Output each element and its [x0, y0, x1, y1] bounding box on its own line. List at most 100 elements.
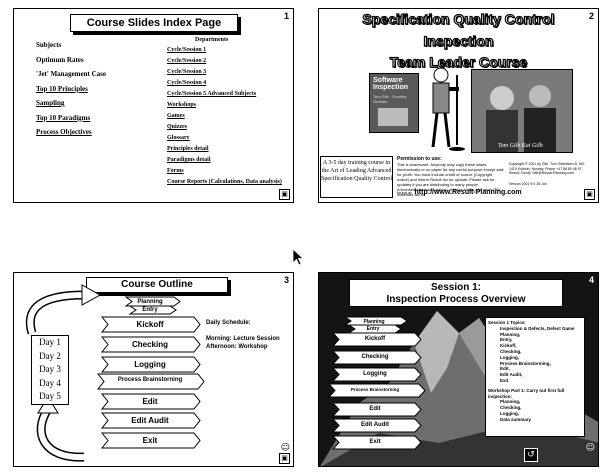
link-item[interactable]: Workshops	[167, 102, 197, 108]
topics-heading: Session 1 Topics:	[488, 320, 526, 325]
link-item[interactable]: Games	[167, 113, 185, 119]
flow-step-shape	[100, 356, 201, 373]
departments-list: Departments Cycle/Session 1 Cycle/Sessio…	[167, 37, 282, 190]
workshop-heading: Workshop Part 1: Carry out first full in…	[488, 387, 565, 399]
permission-heading: Permission to use:	[397, 156, 442, 162]
flow-step-shape	[327, 383, 426, 398]
slide-title-line: Specification Quality Control	[362, 10, 555, 27]
subjects-list: Subjects Optimum Rates 'Jet' Management …	[36, 41, 106, 143]
link-item[interactable]: Paradigms detail	[167, 157, 211, 163]
link-item[interactable]: Top 10 Principles	[36, 84, 88, 93]
workshop-item: Planning,	[500, 399, 521, 405]
flow-step-shape	[331, 367, 422, 382]
step-exit: Exit	[369, 439, 381, 445]
list-item: Subjects	[36, 41, 62, 49]
flow-step-shape	[100, 432, 201, 449]
link-item[interactable]: Forms	[167, 168, 184, 174]
link-item[interactable]: Top 10 Paradigms	[36, 113, 91, 122]
step-logging: Logging	[134, 360, 166, 369]
slide-thumbnail-1[interactable]: 1 Course Slides Index Page Subjects Opti…	[13, 8, 294, 203]
smiley-icon[interactable]: ☺	[585, 443, 595, 453]
link-item[interactable]: Glossary	[167, 135, 190, 141]
slide-thumbnail-4[interactable]: 4 Session 1: Inspection Process Overview…	[318, 272, 599, 467]
slide-thumbnail-2[interactable]: 2 Specification Quality Control Inspecti…	[318, 8, 599, 203]
slide-number: 4	[588, 275, 594, 285]
workshop-item: Checking,	[500, 405, 522, 411]
step-kickoff: Kickoff	[136, 320, 164, 329]
step-process-brainstorming: Process Brainstorning	[350, 387, 400, 392]
mouse-pointer-icon	[292, 248, 304, 266]
nav-home-icon[interactable]: ▣	[584, 189, 595, 200]
flow-step-shape	[128, 305, 177, 315]
flow-step-shape	[124, 296, 181, 307]
permission-text: This is shareware. Anybody may copy thes…	[397, 162, 504, 187]
book-title: Software Inspection	[373, 77, 409, 91]
title-line-2: Inspection Process Overview	[386, 294, 526, 305]
copyright-line: Copyright © 2001 by Gilb. Tom Gilbertsen…	[509, 162, 586, 175]
step-kickoff: Kickoff	[364, 336, 386, 342]
day-label: Day 1	[39, 337, 61, 347]
step-edit: Edit	[369, 406, 381, 412]
list-item: 'Jet' Management Case	[36, 70, 106, 78]
flow-step-shape	[343, 316, 408, 326]
course-description-box: A 3-5 day training course in the Art of …	[320, 156, 393, 198]
topic-item: Checking,	[500, 348, 522, 354]
flow-step-shape	[331, 402, 422, 417]
book-cover-image: Software Inspection Tom Gilb · Dorothy G…	[369, 73, 419, 133]
topic-item: Edit Audit,	[500, 372, 523, 378]
day-label: Day 4	[39, 377, 61, 388]
website-link[interactable]: found at: http://www.Result-Planning.com	[397, 189, 522, 196]
topic-item: Edit,	[500, 366, 510, 372]
days-list: Day 1 Day 2 Day 3 Day 4 Day 5	[31, 335, 69, 405]
permission-more: A licensed electronic version of these s…	[397, 187, 501, 197]
return-icon[interactable]: ↺	[524, 448, 538, 462]
flow-step-shape	[331, 418, 422, 433]
step-entry: Entry	[366, 326, 380, 332]
version-text: Version 2001 9:0 28 Jun	[509, 181, 547, 186]
slide-number: 3	[283, 275, 289, 285]
step-process-brainstorming: Process Brainstorning	[117, 377, 183, 383]
link-item[interactable]: Cycle/Session 5 Advanced Subjects	[167, 91, 257, 97]
day-label: Day 2	[39, 350, 61, 361]
workshop-item: Data summary	[500, 416, 532, 422]
topic-item: Process Brainstorming,	[500, 360, 551, 366]
slide-number: 1	[283, 11, 289, 21]
link-item[interactable]: Cycle/Session 2	[167, 58, 207, 64]
step-edit-audit: Edit Audit	[360, 422, 390, 428]
flow-step-shape	[100, 412, 201, 429]
nav-home-icon[interactable]: ▣	[279, 453, 290, 464]
topic-item: Inspection & Defects, Defect Game	[500, 325, 575, 331]
slide-title-line: Inspection	[423, 32, 494, 49]
workshop-item: Logging,	[500, 410, 519, 416]
step-entry: Entry	[142, 307, 158, 313]
topic-item: Kickoff,	[500, 343, 517, 349]
url-text[interactable]: http://www.Result-Planning.com	[414, 189, 522, 196]
link-item[interactable]: Quizzes	[167, 124, 187, 130]
link-item[interactable]: Sampling	[36, 99, 65, 107]
link-item[interactable]: Cycle/Session 1	[167, 47, 207, 53]
link-item[interactable]: Cycle/Session 4	[167, 80, 207, 86]
link-item[interactable]: Course Reports (Calculations, Data analy…	[167, 179, 282, 185]
session-topics-box: Session 1 Topics: Inspection & Defects, …	[485, 317, 585, 437]
cartoon-figure-image	[431, 67, 465, 151]
book-illustration	[378, 108, 408, 126]
process-loop-diagram	[25, 284, 205, 462]
step-checking: Checking	[361, 354, 389, 360]
topic-item: Planning,	[500, 331, 521, 337]
topic-item: Entry,	[500, 337, 513, 343]
permission-block: Permission to use: This is shareware. An…	[397, 156, 505, 197]
flow-step-shape	[96, 373, 205, 390]
slide-number: 2	[588, 11, 594, 21]
photo-caption: Tom Gilb Kai Gilb	[498, 143, 543, 149]
step-logging: Logging	[363, 371, 387, 377]
step-checking: Checking	[131, 340, 168, 349]
day-label: Day 5	[39, 391, 61, 401]
authors-photo: Tom Gilb Kai Gilb	[471, 69, 573, 153]
nav-home-icon[interactable]: ▣	[279, 189, 290, 200]
link-item[interactable]: Process Objectives	[36, 128, 92, 136]
link-item[interactable]: Cycle/Session 3	[167, 69, 207, 75]
link-item[interactable]: Principles detail	[167, 146, 209, 152]
step-exit: Exit	[142, 436, 158, 445]
smiley-icon[interactable]: ☺	[280, 443, 290, 453]
slide-thumbnail-3[interactable]: 3 Course Outline Day 1 Day 2 Day 3 Day 4…	[13, 272, 294, 467]
